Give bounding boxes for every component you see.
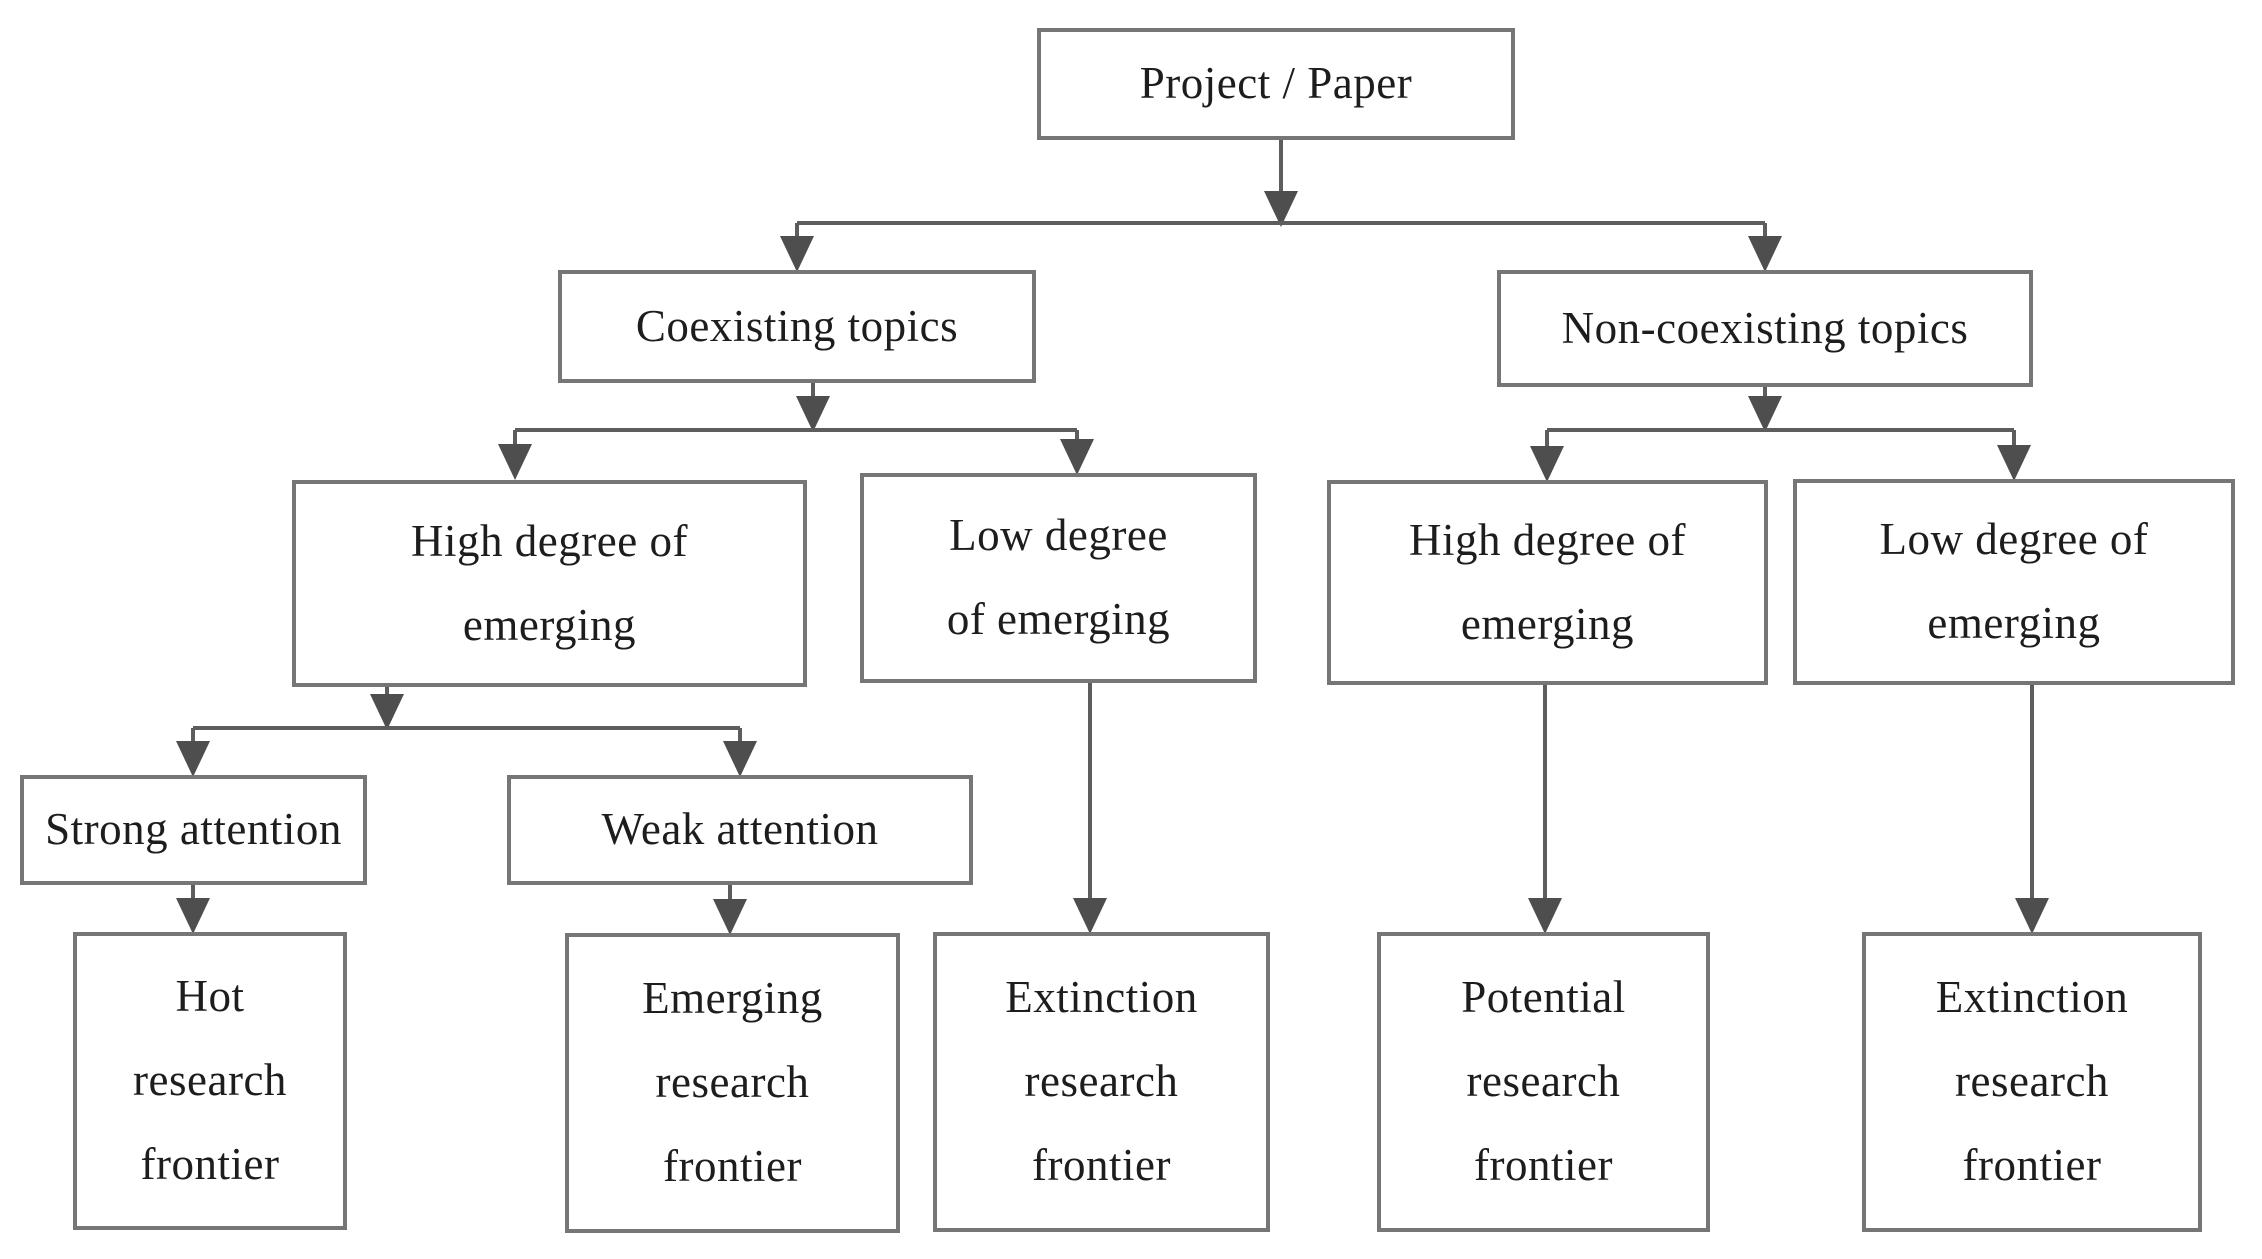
- arrowhead-icon: [713, 899, 747, 935]
- node-extinction-research-frontier-non-coexisting-label: Extinction research frontier: [1935, 972, 2129, 1190]
- arrowhead-icon: [1073, 898, 1107, 934]
- node-coexisting-topics-label: Coexisting topics: [635, 300, 959, 351]
- node-emerging-research-frontier-label: Emerging research frontier: [642, 973, 823, 1191]
- connector-low-non-to-extinction: [2015, 685, 2049, 934]
- node-strong-attention-label: Strong attention: [45, 804, 342, 855]
- connector-weak-to-emerging: [713, 885, 747, 935]
- node-weak-attention-label: Weak attention: [601, 804, 879, 855]
- node-high-degree-emerging-coexisting-label: High degree of emerging: [411, 515, 688, 650]
- arrowhead-icon: [780, 236, 814, 272]
- node-hot-research-frontier: Hot research frontier: [73, 932, 347, 1230]
- node-coexisting-topics: Coexisting topics: [558, 270, 1036, 383]
- node-low-degree-emerging-non-coexisting: Low degree of emerging: [1793, 479, 2235, 685]
- arrowhead-icon: [1997, 445, 2031, 481]
- node-project-paper-label: Project / Paper: [1139, 58, 1413, 109]
- node-non-coexisting-topics-label: Non-coexisting topics: [1561, 302, 1969, 353]
- arrowhead-icon: [498, 444, 532, 480]
- node-low-degree-emerging-non-coexisting-label: Low degree of emerging: [1879, 514, 2149, 648]
- node-extinction-research-frontier-coexisting: Extinction research frontier: [933, 932, 1270, 1232]
- arrowhead-icon: [176, 741, 210, 777]
- arrowhead-icon: [1060, 439, 1094, 475]
- node-project-paper: Project / Paper: [1037, 28, 1515, 140]
- arrowhead-icon: [370, 694, 404, 730]
- arrowhead-icon: [1528, 898, 1562, 934]
- arrowhead-icon: [1748, 396, 1782, 432]
- node-potential-research-frontier: Potential research frontier: [1377, 932, 1710, 1232]
- arrowhead-icon: [796, 396, 830, 432]
- node-high-degree-emerging-non-coexisting-label: High degree of emerging: [1409, 514, 1686, 649]
- connector-high-non-to-potential: [1528, 685, 1562, 934]
- arrowhead-icon: [1530, 446, 1564, 482]
- node-low-degree-emerging-coexisting: Low degree of emerging: [860, 473, 1257, 683]
- node-weak-attention: Weak attention: [507, 775, 973, 885]
- arrowhead-icon: [723, 741, 757, 777]
- node-extinction-research-frontier-non-coexisting: Extinction research frontier: [1862, 932, 2202, 1232]
- connector-root-branch: [780, 140, 1782, 272]
- arrowhead-icon: [1264, 191, 1298, 227]
- node-low-degree-emerging-coexisting-label: Low degree of emerging: [946, 510, 1171, 644]
- node-hot-research-frontier-label: Hot research frontier: [133, 971, 287, 1189]
- connector-high-emerging-branch: [176, 687, 757, 777]
- arrowhead-icon: [176, 898, 210, 934]
- connector-non-coexisting-branch: [1530, 387, 2031, 482]
- connector-low-co-to-extinction: [1073, 683, 1107, 934]
- arrowhead-icon: [1748, 236, 1782, 272]
- node-potential-research-frontier-label: Potential research frontier: [1461, 972, 1626, 1190]
- connector-coexisting-branch: [498, 383, 1094, 480]
- node-emerging-research-frontier: Emerging research frontier: [565, 933, 900, 1233]
- node-high-degree-emerging-non-coexisting: High degree of emerging: [1327, 480, 1768, 685]
- node-high-degree-emerging-coexisting: High degree of emerging: [292, 480, 807, 687]
- node-extinction-research-frontier-coexisting-label: Extinction research frontier: [1005, 972, 1198, 1190]
- arrowhead-icon: [2015, 898, 2049, 934]
- node-non-coexisting-topics: Non-coexisting topics: [1497, 270, 2033, 387]
- connector-strong-to-hot: [176, 885, 210, 934]
- node-strong-attention: Strong attention: [20, 775, 367, 885]
